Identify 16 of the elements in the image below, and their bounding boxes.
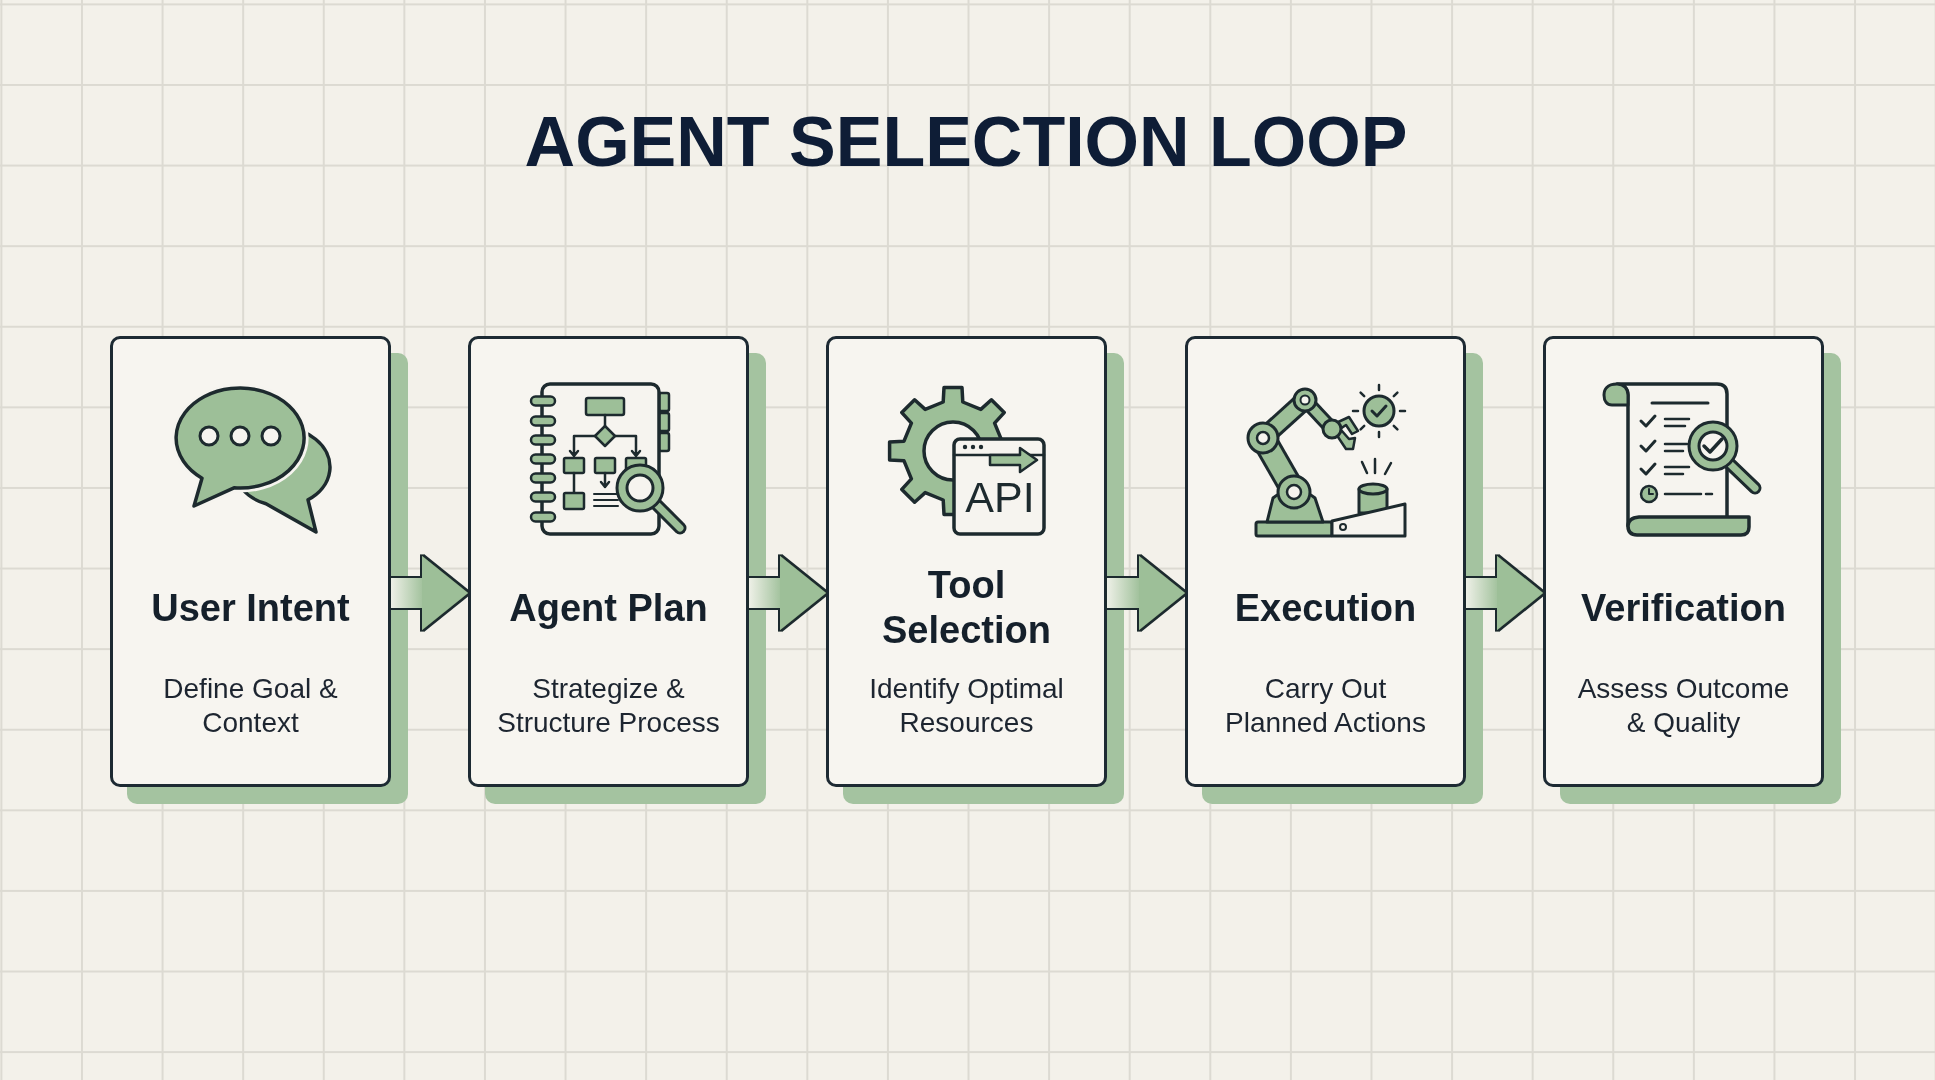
block-arrow <box>1107 556 1185 630</box>
step-description: Define Goal & Context <box>162 672 339 740</box>
step-title: User Intent <box>151 585 350 631</box>
step-description: Carry Out Planned Actions <box>1224 672 1427 740</box>
step-title: Verification <box>1581 585 1786 631</box>
icon-label: API <box>965 475 1035 519</box>
step-title: Execution <box>1234 585 1417 631</box>
step-title: Tool Selection <box>881 563 1052 653</box>
diagram-title: AGENT SELECTION LOOP <box>524 107 1408 177</box>
step-description: Strategize & Structure Process <box>496 672 721 740</box>
block-arrow <box>1466 556 1543 630</box>
block-arrow <box>391 556 468 630</box>
block-arrow <box>749 556 826 630</box>
step-description: Identify Optimal Resources <box>868 672 1065 740</box>
step-title: Agent Plan <box>509 585 708 631</box>
step-description: Assess Outcome & Quality <box>1576 672 1791 740</box>
